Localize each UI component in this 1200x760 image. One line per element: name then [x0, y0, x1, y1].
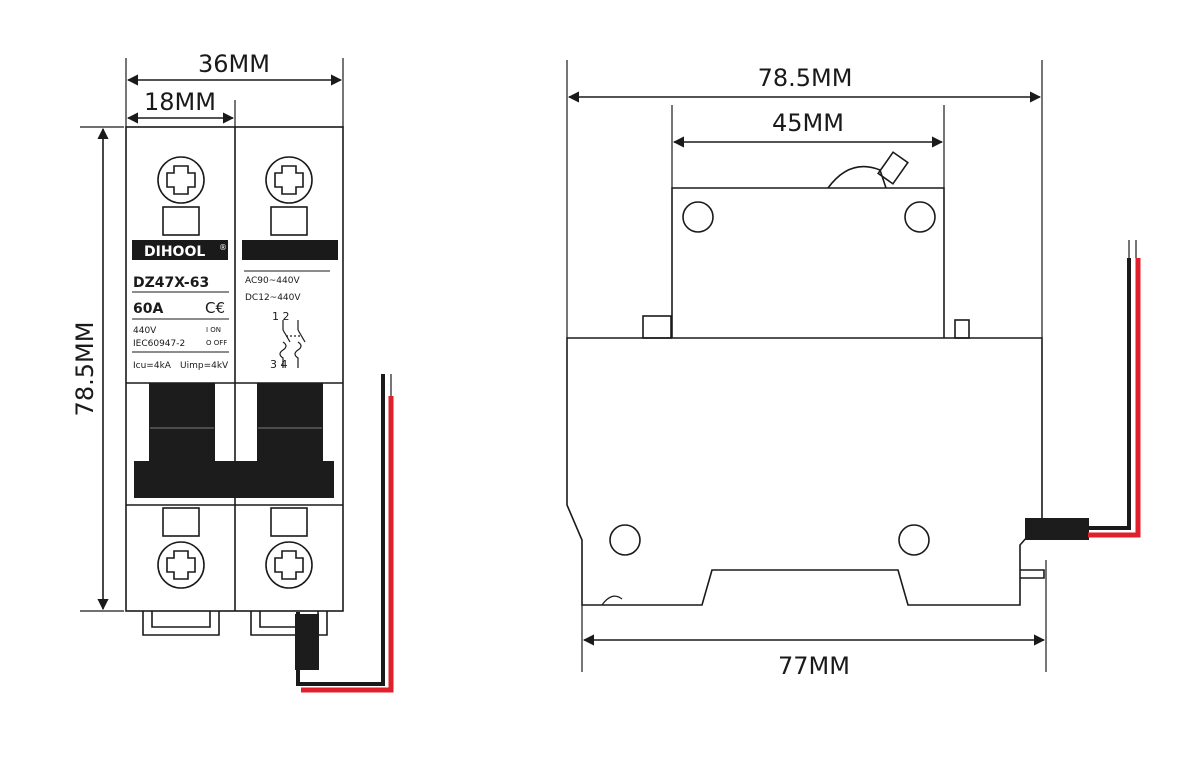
- dim-label-78-5mm-front: 78.5MM: [71, 322, 99, 417]
- dim-label-78-5mm-side: 78.5MM: [758, 64, 853, 92]
- top-terminal-numbers: 1 2: [272, 310, 290, 323]
- voltage-text: 440V: [133, 326, 157, 336]
- side-toggle-tip: [877, 151, 909, 185]
- front-view: [80, 58, 394, 693]
- side-notch-left: [642, 315, 672, 339]
- pole-schematic-icon: [279, 320, 306, 368]
- side-notch-right: [954, 319, 970, 339]
- dim-label-36mm: 36MM: [198, 50, 270, 78]
- screw-top-left: [157, 156, 205, 204]
- handle-left: [149, 383, 215, 461]
- side-hole-top-right: [904, 201, 936, 233]
- terminal-slot-bottom-right: [270, 507, 308, 537]
- side-latch: [1020, 569, 1045, 579]
- brand-plate: [132, 240, 228, 260]
- registered-mark: ®: [219, 243, 227, 252]
- screw-bottom-right: [265, 541, 313, 589]
- uimp-text: Uimp=4kV: [180, 361, 229, 371]
- on-text: I ON: [206, 326, 221, 334]
- terminal-slot-bottom-left: [162, 507, 200, 537]
- dc-rating: DC12~440V: [245, 293, 301, 303]
- brand-logo: DIHOOL: [144, 244, 205, 260]
- side-upper-block: [671, 187, 945, 338]
- side-hole-top-left: [682, 201, 714, 233]
- side-toggle: [827, 165, 887, 189]
- side-hole-bottom-left: [609, 524, 641, 556]
- terminal-slot-top-left: [162, 206, 200, 236]
- screw-top-right: [265, 156, 313, 204]
- side-view: [566, 60, 1141, 672]
- standard-text: IEC60947-2: [133, 339, 185, 349]
- off-text: O OFF: [206, 339, 227, 347]
- terminal-slot-top-right: [270, 206, 308, 236]
- side-aux-wires: [1025, 240, 1141, 540]
- ce-mark: C€: [205, 299, 225, 317]
- side-hole-bottom-right: [898, 524, 930, 556]
- icu-text: Icu=4kA: [133, 361, 172, 371]
- dim-label-77mm: 77MM: [778, 652, 850, 680]
- bottom-terminal-numbers: 3 4: [270, 358, 288, 371]
- screw-bottom-left: [157, 541, 205, 589]
- blank-plate: [242, 240, 338, 260]
- handle-tie-bar: [134, 461, 334, 498]
- model-text: DZ47X-63: [133, 275, 209, 291]
- ac-rating: AC90~440V: [245, 276, 300, 286]
- aux-wires: [295, 374, 394, 693]
- handle-right: [257, 383, 323, 461]
- dim-label-18mm: 18MM: [144, 88, 216, 116]
- side-lower-block: [566, 337, 1043, 606]
- dim-label-45mm: 45MM: [772, 109, 844, 137]
- din-clip-left: [142, 611, 220, 636]
- current-rating: 60A: [133, 301, 163, 317]
